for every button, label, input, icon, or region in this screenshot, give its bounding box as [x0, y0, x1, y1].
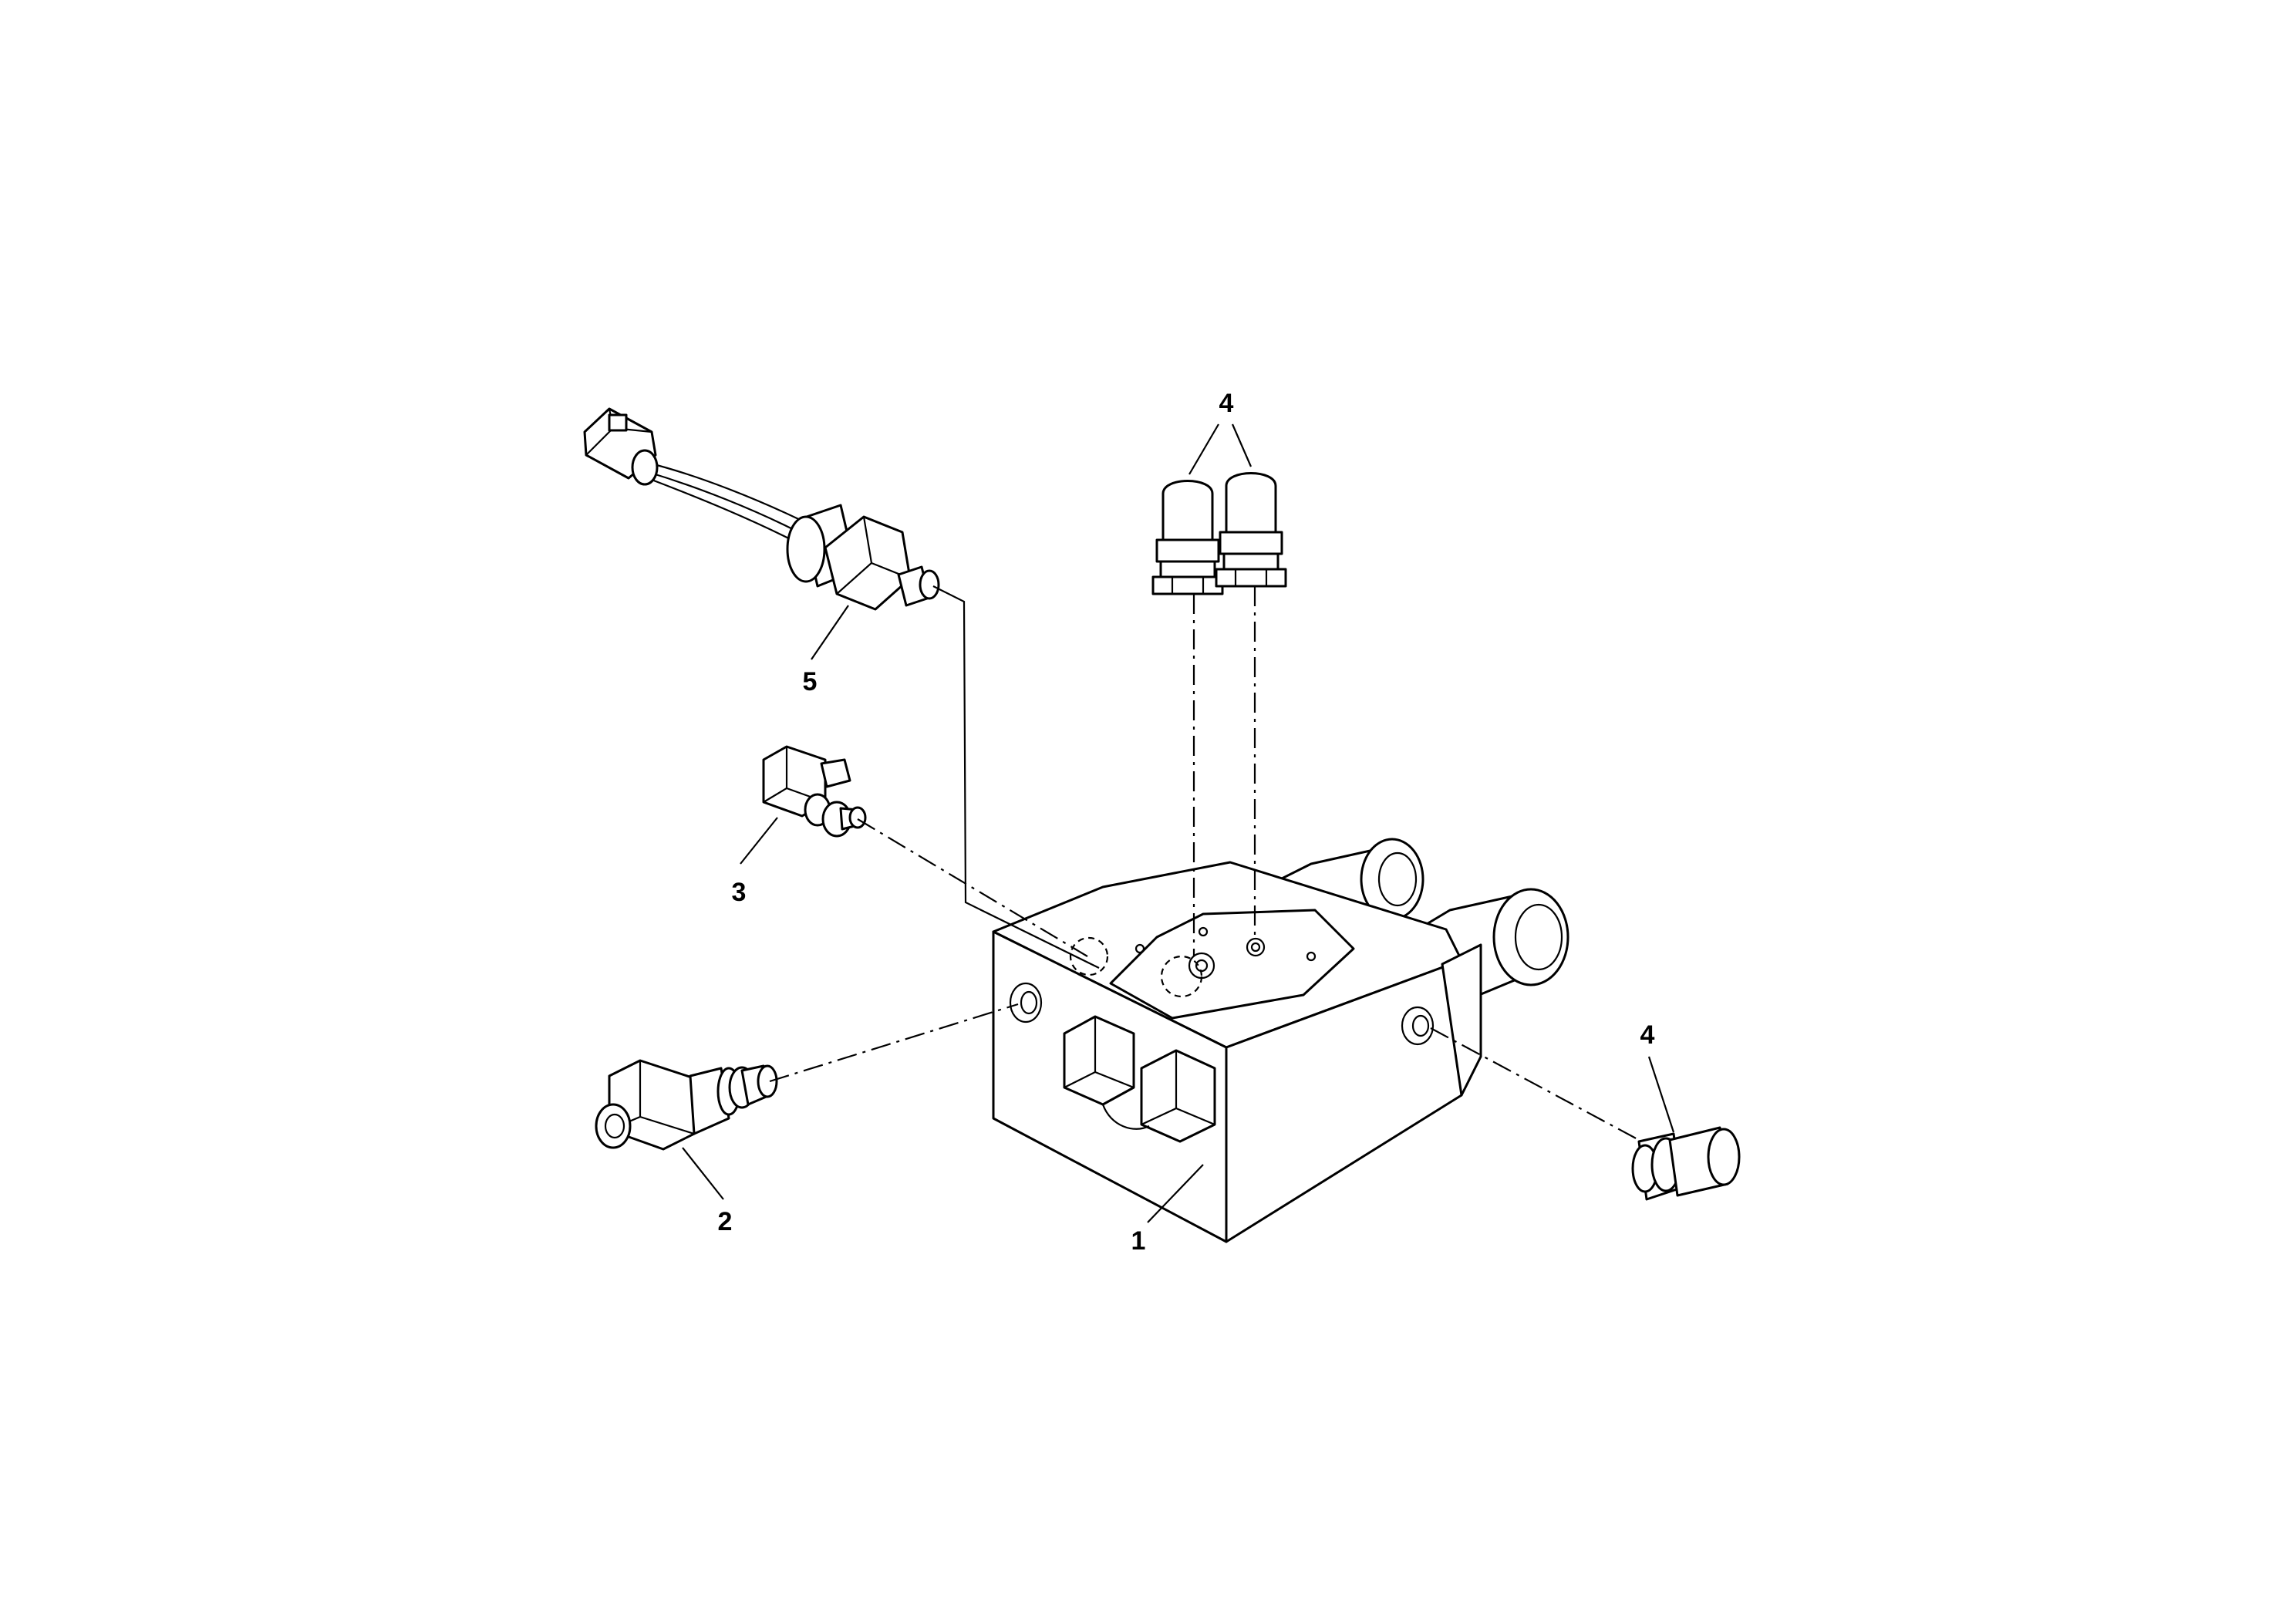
valve-block [992, 838, 1569, 1243]
fitting-top-left [1151, 480, 1224, 595]
fitting-right [1631, 1126, 1741, 1201]
tee-fitting [595, 1059, 778, 1151]
fitting-top-right [1215, 472, 1287, 588]
callout-3: 3 [732, 878, 747, 907]
pressure-switch [583, 407, 940, 611]
side-port-left [1009, 982, 1043, 1023]
callout-1: 1 [1131, 1226, 1146, 1256]
assembly-line-3 [857, 818, 1088, 957]
mounting-plate [1109, 909, 1355, 1020]
hex-plug [1140, 1049, 1216, 1143]
callout-4-right: 4 [1640, 1020, 1655, 1050]
callout-5: 5 [803, 667, 818, 696]
callout-4-top: 4 [1219, 389, 1234, 418]
assembly-line-5 [932, 585, 1100, 969]
assembly-line-2 [769, 1003, 1019, 1083]
leaders [682, 423, 1675, 1223]
assembly-line-4c [1430, 1027, 1640, 1141]
sensor [762, 745, 867, 838]
coil-housing [1441, 943, 1482, 1097]
side-port-right [1401, 1006, 1435, 1046]
port-hole [1246, 937, 1266, 957]
callout-2: 2 [718, 1207, 733, 1236]
hex-plug [1063, 1015, 1135, 1106]
